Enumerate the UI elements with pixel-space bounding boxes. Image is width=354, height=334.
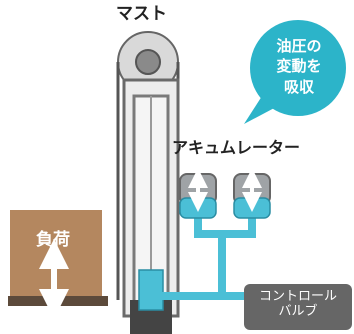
load-label: 負荷 (36, 230, 70, 250)
accumulator-right (233, 168, 271, 219)
mast-label: マスト (116, 4, 167, 24)
fork-ground (8, 296, 108, 306)
hydraulic-lines (160, 200, 262, 300)
valve-line: コントロール (258, 289, 337, 304)
bubble-line: 油圧の (276, 37, 322, 55)
accumulator-left (179, 168, 217, 219)
load (8, 210, 108, 319)
valve-line: バルブ (278, 303, 318, 319)
speech-bubble (244, 20, 346, 124)
accumulator-label: アキュムレーター (172, 138, 301, 157)
control-valve-box (244, 284, 352, 330)
control-valve-label: コントロール バルブ (246, 289, 350, 320)
bubble-text: 油圧の 変動を 吸収 (260, 36, 338, 97)
hydraulic-cylinder (138, 269, 164, 311)
bubble-line: 吸収 (283, 77, 314, 96)
bubble-line: 変動を (276, 57, 322, 76)
